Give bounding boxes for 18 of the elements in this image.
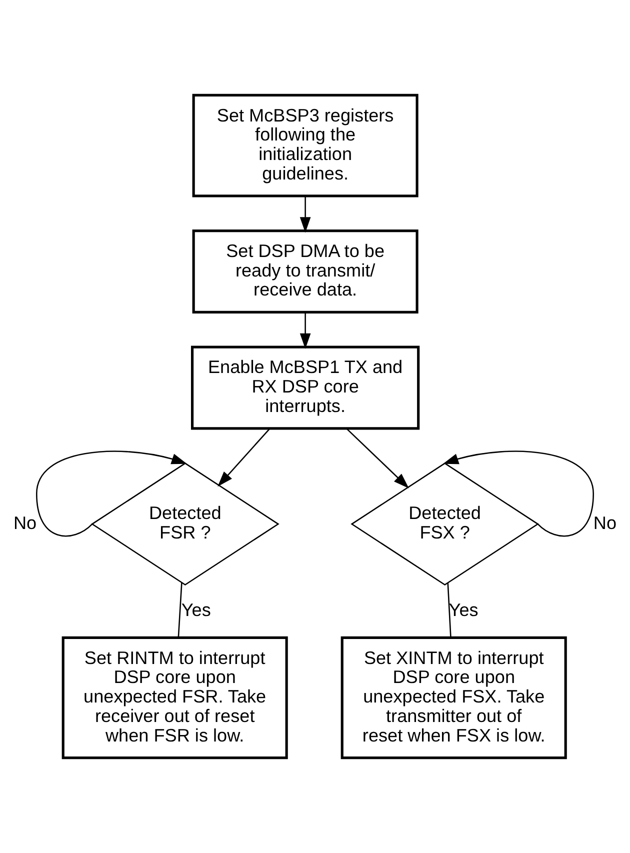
node-box: Set McBSP3 registers following the initialization guidelines.: [192, 94, 418, 198]
arrow: [300, 312, 311, 349]
node-box: Set DSP DMA to be ready to transmit/ receive data.: [192, 230, 418, 314]
node-diamond: Detected FSR ?: [91, 462, 280, 586]
connector: [178, 582, 182, 638]
node-box: Set RINTM to interrupt DSP core upon unexpected FSR. Take receiver out of reset when FSR is low.: [62, 636, 288, 760]
node-box: Enable McBSP1 TX and RX DSP core interrupts.: [191, 346, 420, 430]
node-diamond: Detected FSX ?: [350, 462, 539, 586]
node-box: Set XINTM to interrupt DSP core upon unexpected FSX. Take transmitter out of reset when FSX is low.: [340, 636, 567, 760]
arrow: [300, 196, 311, 233]
arrow: [36, 450, 188, 537]
arrow: [346, 428, 409, 488]
arrow: [442, 450, 594, 537]
connector: [447, 582, 452, 638]
edge-label: No: [13, 512, 37, 533]
arrow: [218, 428, 270, 487]
edge-label: No: [593, 512, 617, 533]
edge-label: Yes: [181, 600, 211, 620]
